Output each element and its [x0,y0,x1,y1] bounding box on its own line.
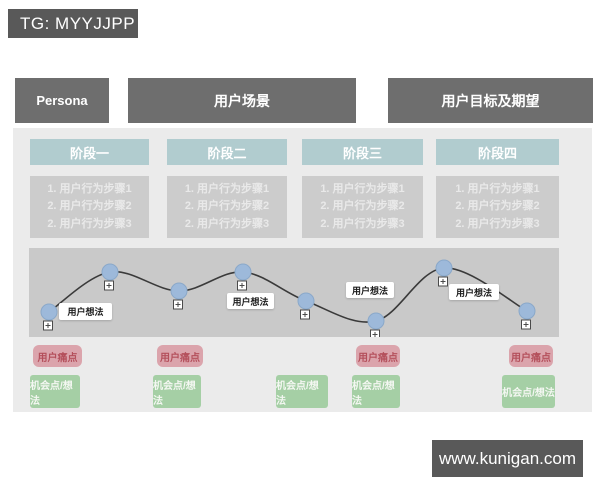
stage-1-label: 阶段一 [69,145,109,161]
watermark-text: TG: MYYJJPP [20,13,136,33]
opportunity-label: 机会点/想法 [153,380,196,407]
touchpoint-dot-8 [518,302,536,320]
behavior-steps-card-2: 1. 用户行为步骤1 2. 用户行为步骤2 2. 用户行为步骤3 [167,176,287,238]
opportunity-label: 机会点/想法 [30,380,73,407]
pain-point-label: 用户痛点 [160,352,200,364]
plus-icon [175,302,181,307]
header-user-goals-label: 用户目标及期望 [441,92,540,109]
plus-icon [106,283,112,288]
plus-icon [523,322,529,327]
thought-label: 用户想法 [351,285,388,296]
opportunity-box-5: 机会点/想法 [502,375,555,408]
touchpoint-dot-7 [435,259,453,277]
journey-map-body: 阶段一 阶段二 阶段三 阶段四 1. 用户行为步骤1 2. 用户行为步骤2 2.… [13,128,592,412]
step-line: 2. 用户行为步骤3 [184,217,270,230]
opportunity-label: 机会点/想法 [276,380,319,407]
step-line: 2. 用户行为步骤2 [184,200,270,213]
opportunity-box-3: 机会点/想法 [276,375,328,408]
pain-point-label: 用户痛点 [37,352,78,364]
opportunity-label: 机会点/想法 [502,388,555,399]
pain-point-box-2: 用户痛点 [157,345,203,367]
stage-1-header: 阶段一 [30,139,149,165]
opportunity-box-2: 机会点/想法 [153,375,201,408]
step-line: 2. 用户行为步骤3 [47,217,132,230]
pain-point-label: 用户痛点 [358,352,398,364]
pain-point-box-3: 用户痛点 [356,345,400,367]
touchpoint-dot-6 [367,312,385,330]
step-line: 1. 用户行为步骤1 [184,183,270,196]
step-line: 2. 用户行为步骤2 [47,200,132,213]
touchpoint-dot-4 [234,263,252,281]
header-persona-label: Persona [36,93,88,108]
thought-box-1: 用户想法 [59,303,112,320]
touchpoint-dot-3 [170,282,188,300]
thought-box-3: 用户想法 [346,282,394,298]
stage-2-label: 阶段二 [207,145,247,161]
header-user-scenario: 用户场景 [128,78,356,123]
opportunity-box-4: 机会点/想法 [352,375,400,408]
thought-box-2: 用户想法 [227,293,274,309]
behavior-steps-card-4: 1. 用户行为步骤1 2. 用户行为步骤2 2. 用户行为步骤3 [436,176,559,238]
step-line: 2. 用户行为步骤2 [455,200,540,213]
stage-4-label: 阶段四 [477,145,517,161]
header-user-scenario-label: 用户场景 [214,92,270,109]
plus-icon [372,332,378,337]
stage-3-label: 阶段三 [342,145,382,161]
plus-icon [440,279,446,284]
website-url: www.kunigan.com [438,448,576,468]
pain-point-box-1: 用户痛点 [33,345,82,367]
behavior-steps-card-3: 1. 用户行为步骤1 2. 用户行为步骤2 2. 用户行为步骤3 [302,176,423,238]
step-line: 1. 用户行为步骤1 [320,183,405,196]
header-persona: Persona [15,78,109,123]
website-badge: www.kunigan.com [432,440,583,477]
behavior-steps-card-1: 1. 用户行为步骤1 2. 用户行为步骤2 2. 用户行为步骤3 [30,176,149,238]
plus-icon [302,312,308,317]
step-line: 1. 用户行为步骤1 [455,183,540,196]
stage-2-header: 阶段二 [167,139,287,165]
step-line: 2. 用户行为步骤3 [455,217,540,230]
plus-icon [239,283,245,288]
pain-point-box-4: 用户痛点 [509,345,553,367]
touchpoint-dot-2 [101,263,119,281]
thought-label: 用户想法 [455,287,492,298]
step-line: 2. 用户行为步骤2 [320,200,405,213]
thought-label: 用户想法 [232,296,269,307]
opportunity-box-1: 机会点/想法 [30,375,80,408]
emotion-curve-chart [40,259,536,337]
pain-point-label: 用户痛点 [511,352,551,364]
stage-3-header: 阶段三 [302,139,423,165]
touchpoint-dot-5 [297,292,315,310]
thought-label: 用户想法 [67,307,104,317]
step-line: 2. 用户行为步骤3 [320,217,405,230]
stage-4-header: 阶段四 [436,139,559,165]
header-user-goals: 用户目标及期望 [388,78,593,123]
touchpoint-dot-1 [40,303,58,321]
plus-icon [45,323,51,328]
opportunity-label: 机会点/想法 [352,380,395,407]
thought-box-4: 用户想法 [449,284,499,300]
step-line: 1. 用户行为步骤1 [47,183,132,196]
emotion-curve-panel: 用户想法 用户想法 用户想法 用户想法 [29,248,559,337]
watermark-badge: TG: MYYJJPP [8,9,138,38]
